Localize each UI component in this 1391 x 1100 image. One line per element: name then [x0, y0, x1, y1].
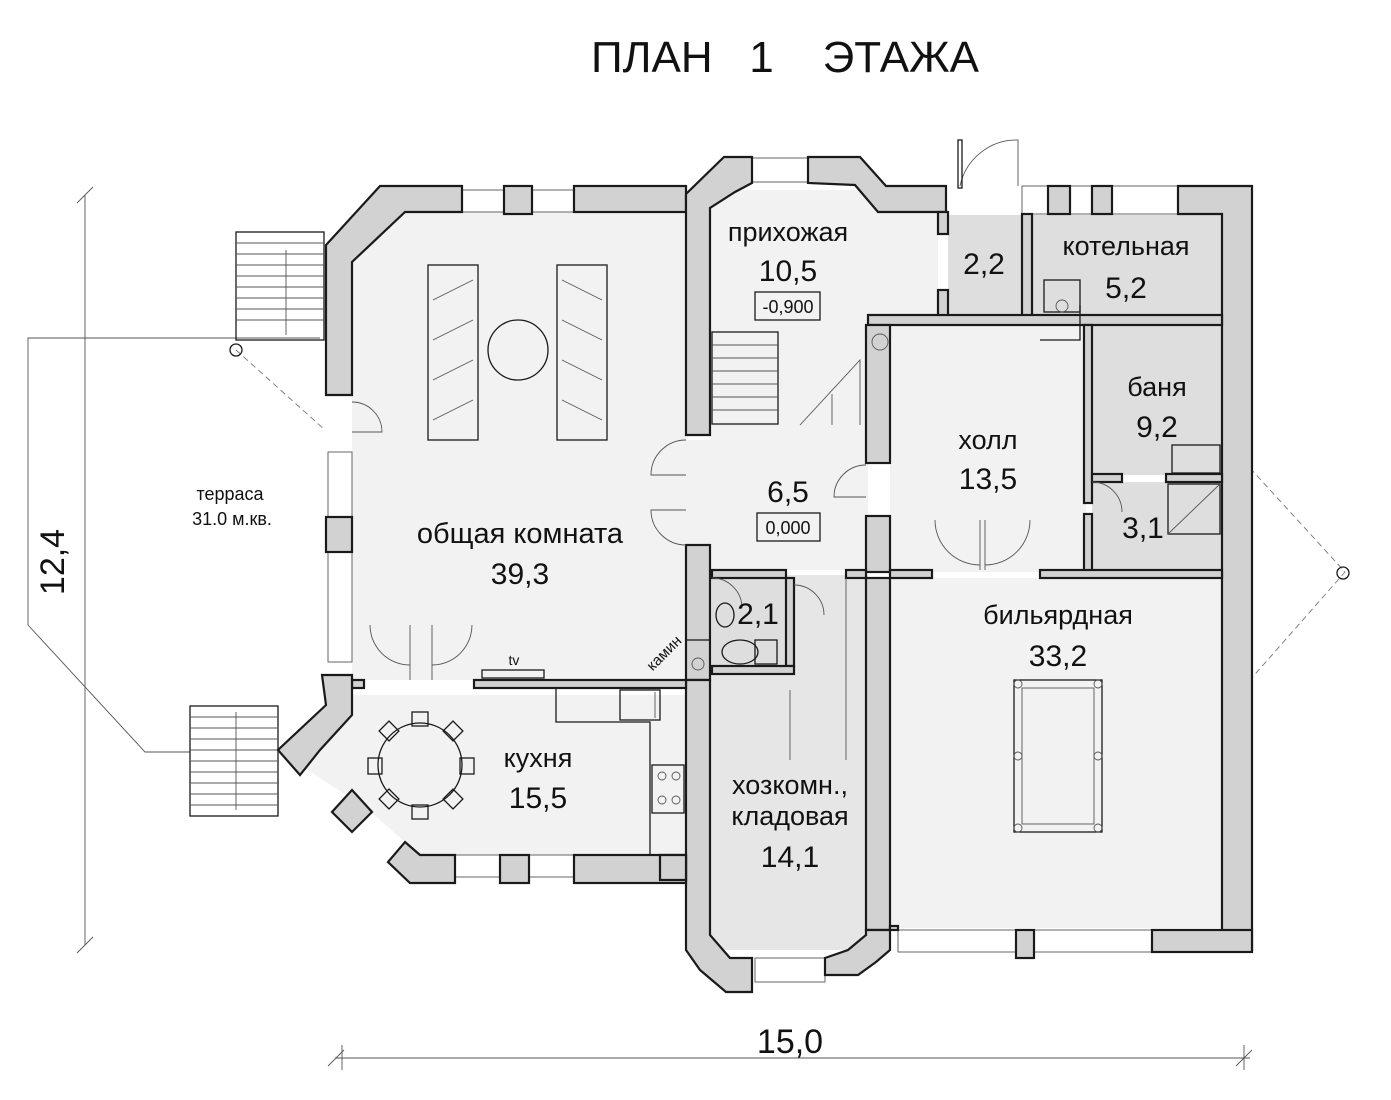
room-boiler-name: котельная — [1062, 231, 1189, 261]
room-kitchen-area: 15,5 — [509, 782, 567, 815]
room-storage-area: 14,1 — [761, 841, 819, 874]
room-lobby-level: 0,000 — [765, 518, 810, 538]
room-boiler-area: 5,2 — [1105, 272, 1147, 305]
plan-title: ПЛАН 1 ЭТАЖА — [591, 33, 980, 82]
room-billiard-area: 33,2 — [1029, 640, 1087, 673]
room-storage-name: хозкомн., — [732, 770, 848, 800]
room-lobby-area: 6,5 — [767, 476, 809, 509]
room-vestibule-area: 2,2 — [963, 248, 1005, 281]
dimension-depth: 12,4 — [34, 529, 72, 595]
terrace-area: 31.0 м.кв. — [192, 509, 272, 529]
column-marker-right — [1336, 566, 1350, 580]
room-sauna-area: 9,2 — [1136, 411, 1178, 444]
windows — [327, 157, 1179, 983]
room-wc-area: 2,1 — [737, 598, 779, 631]
terrace-name: терраса — [196, 484, 264, 504]
column-marker — [229, 343, 243, 357]
dimension-width: 15,0 — [757, 1023, 823, 1061]
room-billiard-name: бильярдная — [983, 600, 1133, 630]
room-entry-area: 10,5 — [759, 255, 817, 288]
room-entry-name: прихожая — [728, 217, 848, 247]
room-sauna-name: баня — [1127, 372, 1186, 402]
labels: ПЛАН 1 ЭТАЖА прихожая 10,5 -0,900 2,2 ко… — [34, 33, 1190, 1061]
room-kitchen-name: кухня — [504, 743, 573, 773]
room-hall-name: холл — [958, 425, 1017, 455]
fixtures — [351, 139, 1221, 855]
level-box-entry — [754, 291, 821, 321]
room-living-area: 39,3 — [491, 558, 549, 591]
walls — [276, 155, 1254, 994]
room-entry-level: -0,900 — [762, 297, 813, 317]
room-living-name: общая комната — [417, 518, 624, 550]
terrace — [27, 186, 1350, 1070]
floors — [300, 190, 1222, 950]
level-box-center — [756, 512, 821, 542]
tv-label: tv — [509, 652, 520, 668]
room-hall-area: 13,5 — [959, 463, 1017, 496]
room-shower-area: 3,1 — [1122, 512, 1164, 545]
room-storage-name2: кладовая — [731, 801, 848, 831]
